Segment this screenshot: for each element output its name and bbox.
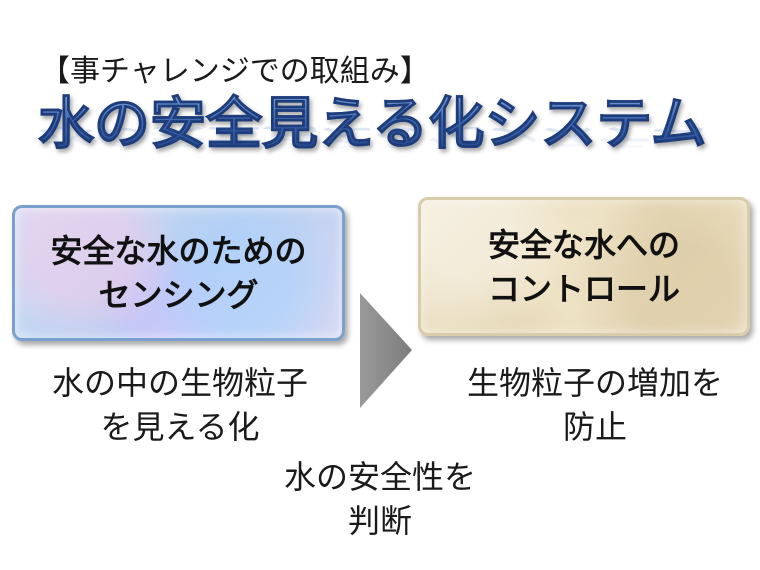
control-box-line-2: コントロール (487, 269, 680, 308)
sensing-box: 安全な水のための センシング (12, 205, 345, 341)
control-box-line-1: 安全な水への (487, 225, 680, 264)
sensing-caption-line-1: 水の中の生物粒子 (51, 364, 308, 402)
page-subtitle: 【事チャレンジでの取組み】 (40, 54, 430, 89)
control-box-text: 安全な水への コントロール (488, 223, 680, 311)
control-caption: 生物粒子の増加を 防止 (430, 361, 760, 449)
judgment-caption-line-1: 水の安全性を (283, 458, 476, 496)
sensing-box-line-1: 安全な水のための (50, 232, 307, 270)
judgment-caption: 水の安全性を 判断 (230, 455, 530, 543)
page-title: 水の安全見える化システム (38, 92, 708, 158)
sensing-box-line-2: センシング (98, 276, 259, 314)
control-caption-line-2: 防止 (562, 408, 627, 446)
chevron-right-arrow-icon (360, 293, 412, 408)
control-caption-line-1: 生物粒子の増加を (466, 364, 723, 402)
sensing-box-text: 安全な水のための センシング (50, 229, 306, 317)
page-title-reflection: 水の安全見える化システム (38, 122, 707, 152)
sensing-caption: 水の中の生物粒子 を見える化 (20, 361, 340, 449)
judgment-caption-line-2: 判断 (347, 502, 412, 540)
control-box: 安全な水への コントロール (418, 197, 750, 336)
page-title-block: 水の安全見える化システム 水の安全見える化システム (28, 92, 748, 187)
sensing-caption-line-2: を見える化 (100, 408, 260, 446)
